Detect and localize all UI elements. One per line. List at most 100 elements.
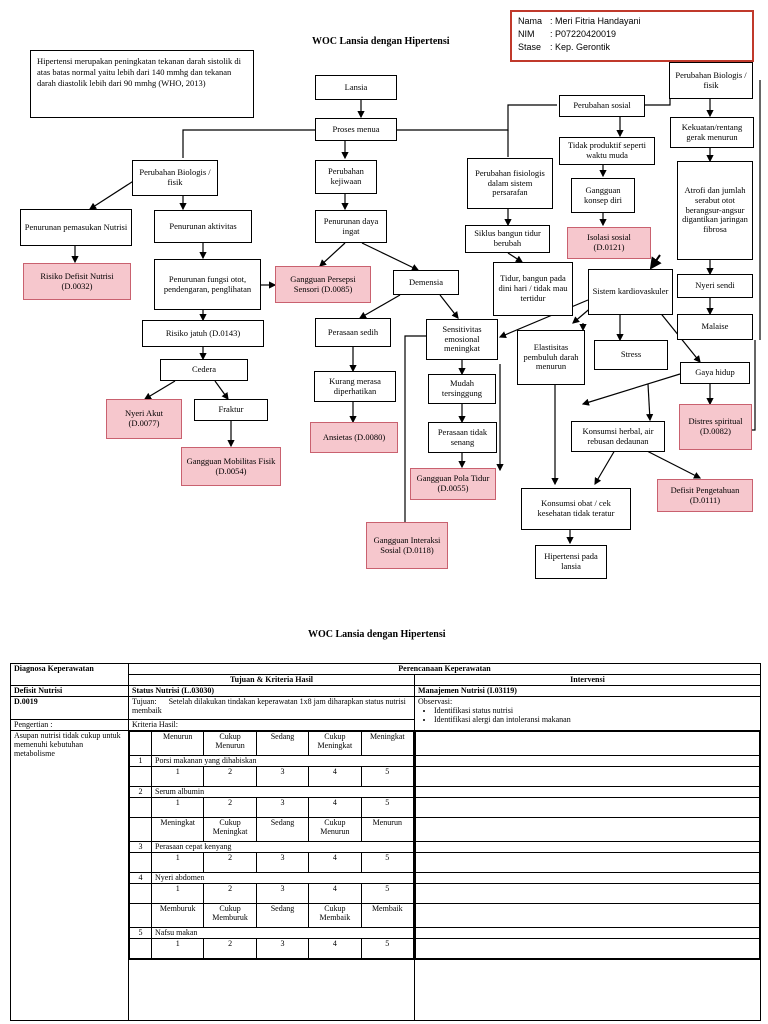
node-demensia: Demensia xyxy=(393,270,459,295)
node-nyeri-sendi: Nyeri sendi xyxy=(677,274,753,298)
status-nutrisi: Status Nutrisi (L.03030) xyxy=(128,685,415,697)
scale-number: 1 xyxy=(150,883,205,904)
scale-number: 2 xyxy=(203,883,257,904)
node-atrofi: Atrofi dan jumlah serabut otot berangsur… xyxy=(677,161,753,260)
node-penurunan-daya-ingat: Penurunan daya ingat xyxy=(315,210,387,243)
scale-number: 5 xyxy=(360,883,415,904)
node-gangguan-pola-tidur: Gangguan Pola Tidur (D.0055) xyxy=(410,468,496,500)
scale-number: 3 xyxy=(255,797,310,818)
scale-number: 3 xyxy=(255,852,310,873)
node-hipertensi-lansia: Hipertensi pada lansia xyxy=(535,545,607,579)
kriteria-grid: Menurun Cukup Menurun Sedang Cukup Menin… xyxy=(128,730,415,960)
node-perasaan-sedih: Perasaan sedih xyxy=(315,318,391,347)
item-number: 1 xyxy=(129,755,152,767)
grid-cell xyxy=(414,817,761,842)
scale-spacer xyxy=(129,903,152,928)
table-title: WOC Lansia dengan Hipertensi xyxy=(308,629,446,640)
node-proses-menua: Proses menua xyxy=(315,118,397,141)
node-gangguan-mobilitas-fisik: Gangguan Mobilitas Fisik (D.0054) xyxy=(181,447,281,486)
header-intervensi: Intervensi xyxy=(413,674,762,686)
node-perubahan-sosial: Perubahan sosial xyxy=(559,95,645,117)
node-nyeri-akut: Nyeri Akut (D.0077) xyxy=(106,399,182,439)
node-mudah-tersinggung: Mudah tersinggung xyxy=(428,374,496,404)
node-malaise: Malaise xyxy=(677,314,753,340)
node-penurunan-aktivitas: Penurunan aktivitas xyxy=(154,210,252,243)
tujuan-text: Setelah dilakukan tindakan keperawatan 1… xyxy=(132,697,406,716)
scale-label: Membaik xyxy=(360,903,415,928)
node-perubahan-biologis-right: Perubahan Biologis / fisik xyxy=(669,62,753,99)
scale-spacer xyxy=(129,938,152,959)
scale-number: 1 xyxy=(150,797,205,818)
scale-label: Cukup Meningkat xyxy=(203,817,257,842)
info-value-nim: : P07220420019 xyxy=(550,29,617,39)
scale-number: 2 xyxy=(203,852,257,873)
grid-cell xyxy=(414,938,761,959)
scale-label: Sedang xyxy=(255,731,310,756)
info-value-name: : Meri Fitria Handayani xyxy=(550,16,641,26)
scale-label: Menurun xyxy=(150,731,205,756)
scale-number: 3 xyxy=(255,766,310,787)
item-number: 3 xyxy=(129,841,152,853)
scale-label: Cukup Meningkat xyxy=(308,731,362,756)
observasi-label: Observasi: xyxy=(418,697,453,706)
grid-cell xyxy=(414,927,761,939)
item-number: 2 xyxy=(129,786,152,798)
grid-cell xyxy=(414,797,761,818)
node-perubahan-fisiologis: Perubahan fisiologis dalam sistem persar… xyxy=(467,158,553,209)
tujuan-label: Tujuan: xyxy=(132,697,157,706)
node-isolasi-sosial: Isolasi sosial (D.0121) xyxy=(567,227,651,259)
info-label-name: Nama xyxy=(518,16,543,26)
item-label: Perasaan cepat kenyang xyxy=(151,841,414,853)
pengertian-text: Asupan nutrisi tidak cukup untuk memenuh… xyxy=(10,730,129,1021)
scale-number: 5 xyxy=(360,797,415,818)
node-risiko-jatuh: Risiko jatuh (D.0143) xyxy=(142,320,264,347)
scale-number: 3 xyxy=(255,883,310,904)
scale-label: Cukup Membaik xyxy=(308,903,362,928)
node-perubahan-kejiwaan: Perubahan kejiwaan xyxy=(315,160,377,194)
flow-connectors xyxy=(71,73,761,545)
item-number: 5 xyxy=(129,927,152,939)
node-defisit-pengetahuan: Defisit Pengetahuan (D.0111) xyxy=(657,479,753,512)
node-perasaan-tidak-senang: Perasaan tidak senang xyxy=(428,422,497,453)
node-lansia: Lansia xyxy=(315,75,397,100)
header-perencanaan: Perencanaan Keperawatan xyxy=(127,663,762,675)
node-penurunan-fungsi-otot: Penurunan fungsi otot, pendengaran, peng… xyxy=(154,259,261,310)
scale-spacer xyxy=(129,766,152,787)
info-label-nim: NIM xyxy=(518,29,535,39)
scale-label: Sedang xyxy=(255,817,310,842)
item-label: Serum albumin xyxy=(151,786,414,798)
scale-label: Menurun xyxy=(360,817,415,842)
node-risiko-defisit-nutrisi: Risiko Defisit Nutrisi (D.0032) xyxy=(23,263,131,300)
grid-cell xyxy=(414,883,761,904)
grid-cell xyxy=(414,786,761,798)
node-elastisitas-pembuluh: Elastisitas pembuluh darah menurun xyxy=(517,330,585,385)
scale-number: 1 xyxy=(150,938,205,959)
nursing-care-table: Diagnosa Keperawatan Perencanaan Keperaw… xyxy=(10,663,762,1021)
node-konsumsi-herbal: Konsumsi herbal, air rebusan dedaunan xyxy=(571,421,665,452)
info-label-stase: Stase xyxy=(518,42,542,52)
scale-number: 5 xyxy=(360,766,415,787)
diag-name: Defisit Nutrisi xyxy=(10,685,129,697)
node-perubahan-biologis-left: Perubahan Biologis / fisik xyxy=(132,160,218,196)
scale-label: Meningkat xyxy=(150,817,205,842)
node-kekuatan-menurun: Kekuatan/rentang gerak menurun xyxy=(670,117,754,148)
scale-number: 3 xyxy=(255,938,310,959)
scale-number: 4 xyxy=(308,938,362,959)
scale-label: Memburuk xyxy=(150,903,205,928)
grid-cell xyxy=(414,903,761,928)
node-ansietas: Ansietas (D.0080) xyxy=(310,422,398,453)
header-diagnosa: Diagnosa Keperawatan xyxy=(10,663,129,686)
header-tujuan: Tujuan & Kriteria Hasil xyxy=(128,674,415,686)
node-konsumsi-obat: Konsumsi obat / cek kesehatan tidak tera… xyxy=(521,488,631,530)
node-fraktur: Fraktur xyxy=(194,399,268,421)
diag-code: D.0019 xyxy=(10,696,129,720)
node-distres-spiritual: Distres spiritual (D.0082) xyxy=(679,404,752,450)
scale-label: Cukup Menurun xyxy=(308,817,362,842)
scale-label: Meningkat xyxy=(360,731,415,756)
grid-cell xyxy=(414,766,761,787)
grid-cell xyxy=(414,841,761,853)
scale-spacer xyxy=(129,852,152,873)
scale-number: 4 xyxy=(308,852,362,873)
node-stress: Stress xyxy=(594,340,668,370)
node-gangguan-konsep-diri: Gangguan konsep diri xyxy=(571,178,635,213)
